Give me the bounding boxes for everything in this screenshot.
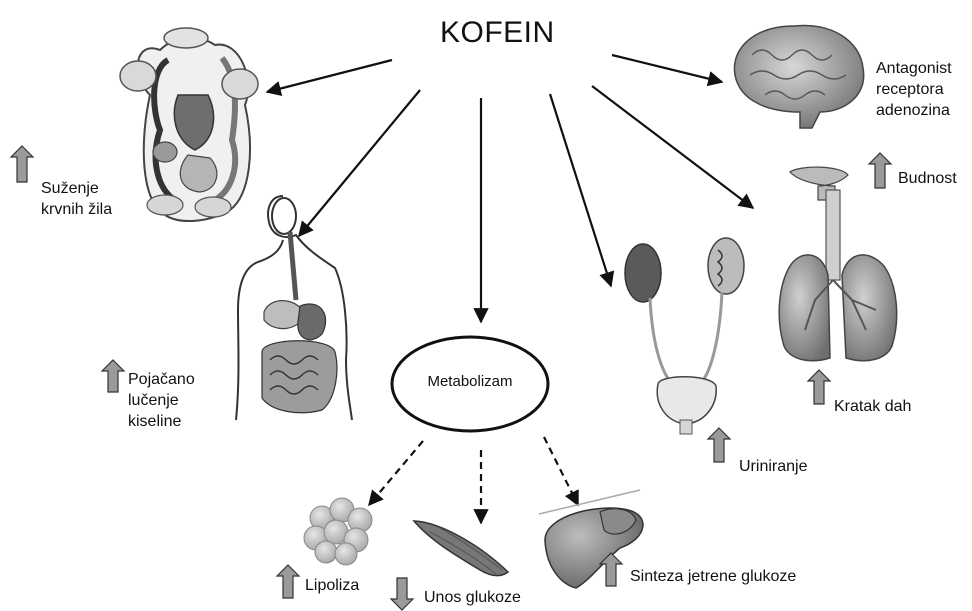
diagram-title: KOFEIN — [440, 16, 555, 50]
up-arrow-icon — [869, 153, 891, 188]
label-vasoconstriction: Suženje krvnih žila — [41, 178, 112, 220]
brain-illustration — [734, 25, 863, 128]
label-alertness: Budnost — [898, 168, 957, 189]
label-urination: Uriniranje — [739, 456, 807, 477]
arrow-to-kidneys — [550, 94, 611, 286]
dashed-arrow-lipolysis — [369, 441, 423, 505]
liver-illustration — [539, 490, 643, 588]
circulatory-system-illustration — [120, 28, 258, 221]
label-adenosine-antagonist: Antagonist receptora adenozina — [876, 58, 952, 121]
up-arrow-icon — [708, 428, 730, 462]
metabolism-label: Metabolizam — [397, 373, 543, 390]
up-arrow-icon — [808, 370, 830, 404]
arrow-to-brain — [612, 55, 722, 82]
arrow-to-heart — [267, 60, 392, 92]
label-glucose-uptake: Unos glukoze — [424, 587, 521, 608]
label-lipolysis: Lipoliza — [305, 575, 359, 596]
arrow-to-digestive — [299, 90, 420, 236]
arrow-to-lungs — [592, 86, 753, 208]
up-arrow-icon — [277, 565, 299, 598]
urinary-system-illustration — [625, 238, 744, 434]
down-arrow-icon — [391, 578, 413, 610]
label-acid-secretion: Pojačano lučenje kiseline — [128, 369, 195, 432]
arrows-from-metabolism — [369, 437, 578, 523]
muscle-illustration — [414, 521, 508, 576]
up-arrow-icon — [102, 360, 124, 392]
fat-cells-illustration — [304, 498, 372, 565]
lungs-illustration — [779, 167, 896, 361]
label-liver-glucose-synthesis: Sinteza jetrene glukoze — [630, 566, 796, 587]
label-shortness-of-breath: Kratak dah — [834, 396, 911, 417]
up-arrow-icon — [11, 146, 33, 182]
digestive-system-illustration — [236, 196, 352, 420]
dashed-arrow-liver — [544, 437, 578, 505]
